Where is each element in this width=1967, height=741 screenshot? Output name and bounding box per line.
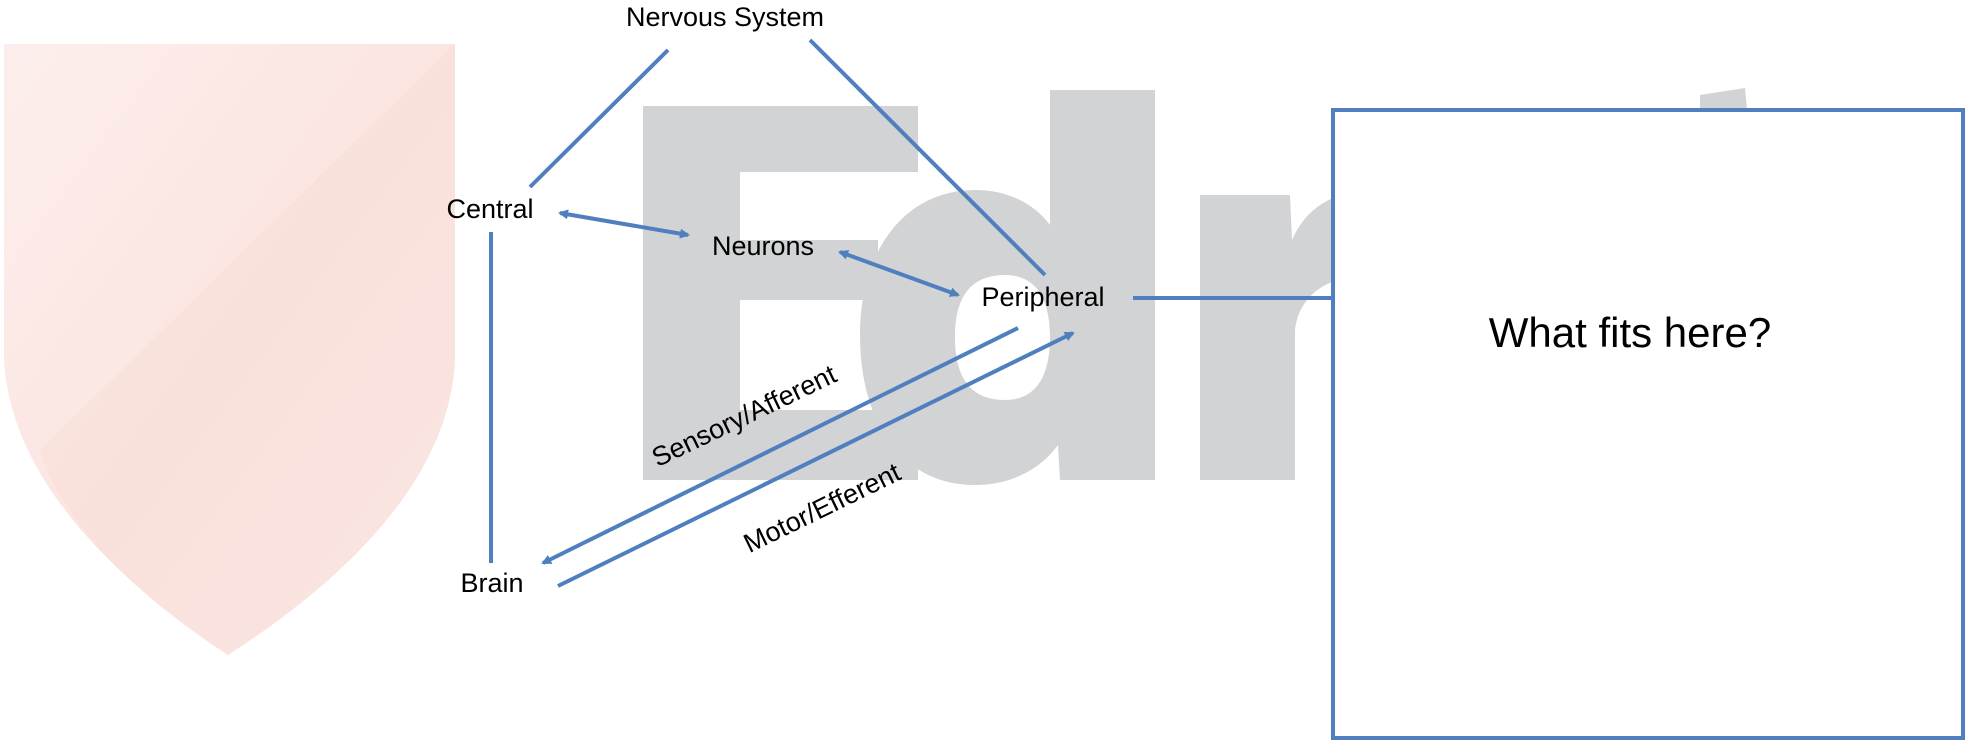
connector-nervous-central bbox=[528, 48, 670, 189]
question-box[interactable] bbox=[1331, 108, 1965, 740]
watermark-text bbox=[643, 88, 1748, 485]
connector-nervous-peripheral bbox=[808, 38, 1047, 277]
node-nervous-system: Nervous System bbox=[626, 2, 824, 32]
shield-icon bbox=[4, 44, 455, 655]
arrow-sensory-afferent bbox=[541, 326, 1019, 565]
node-central: Central bbox=[446, 194, 533, 224]
arrow-neurons-peripheral bbox=[838, 250, 960, 297]
arrow-motor-efferent bbox=[557, 331, 1075, 588]
node-peripheral: Peripheral bbox=[981, 282, 1104, 312]
arrow-central-neurons bbox=[558, 209, 690, 239]
connectors bbox=[489, 38, 1333, 588]
question-box-text: What fits here? bbox=[1489, 309, 1771, 356]
node-brain: Brain bbox=[460, 568, 523, 598]
node-neurons: Neurons bbox=[712, 231, 814, 261]
